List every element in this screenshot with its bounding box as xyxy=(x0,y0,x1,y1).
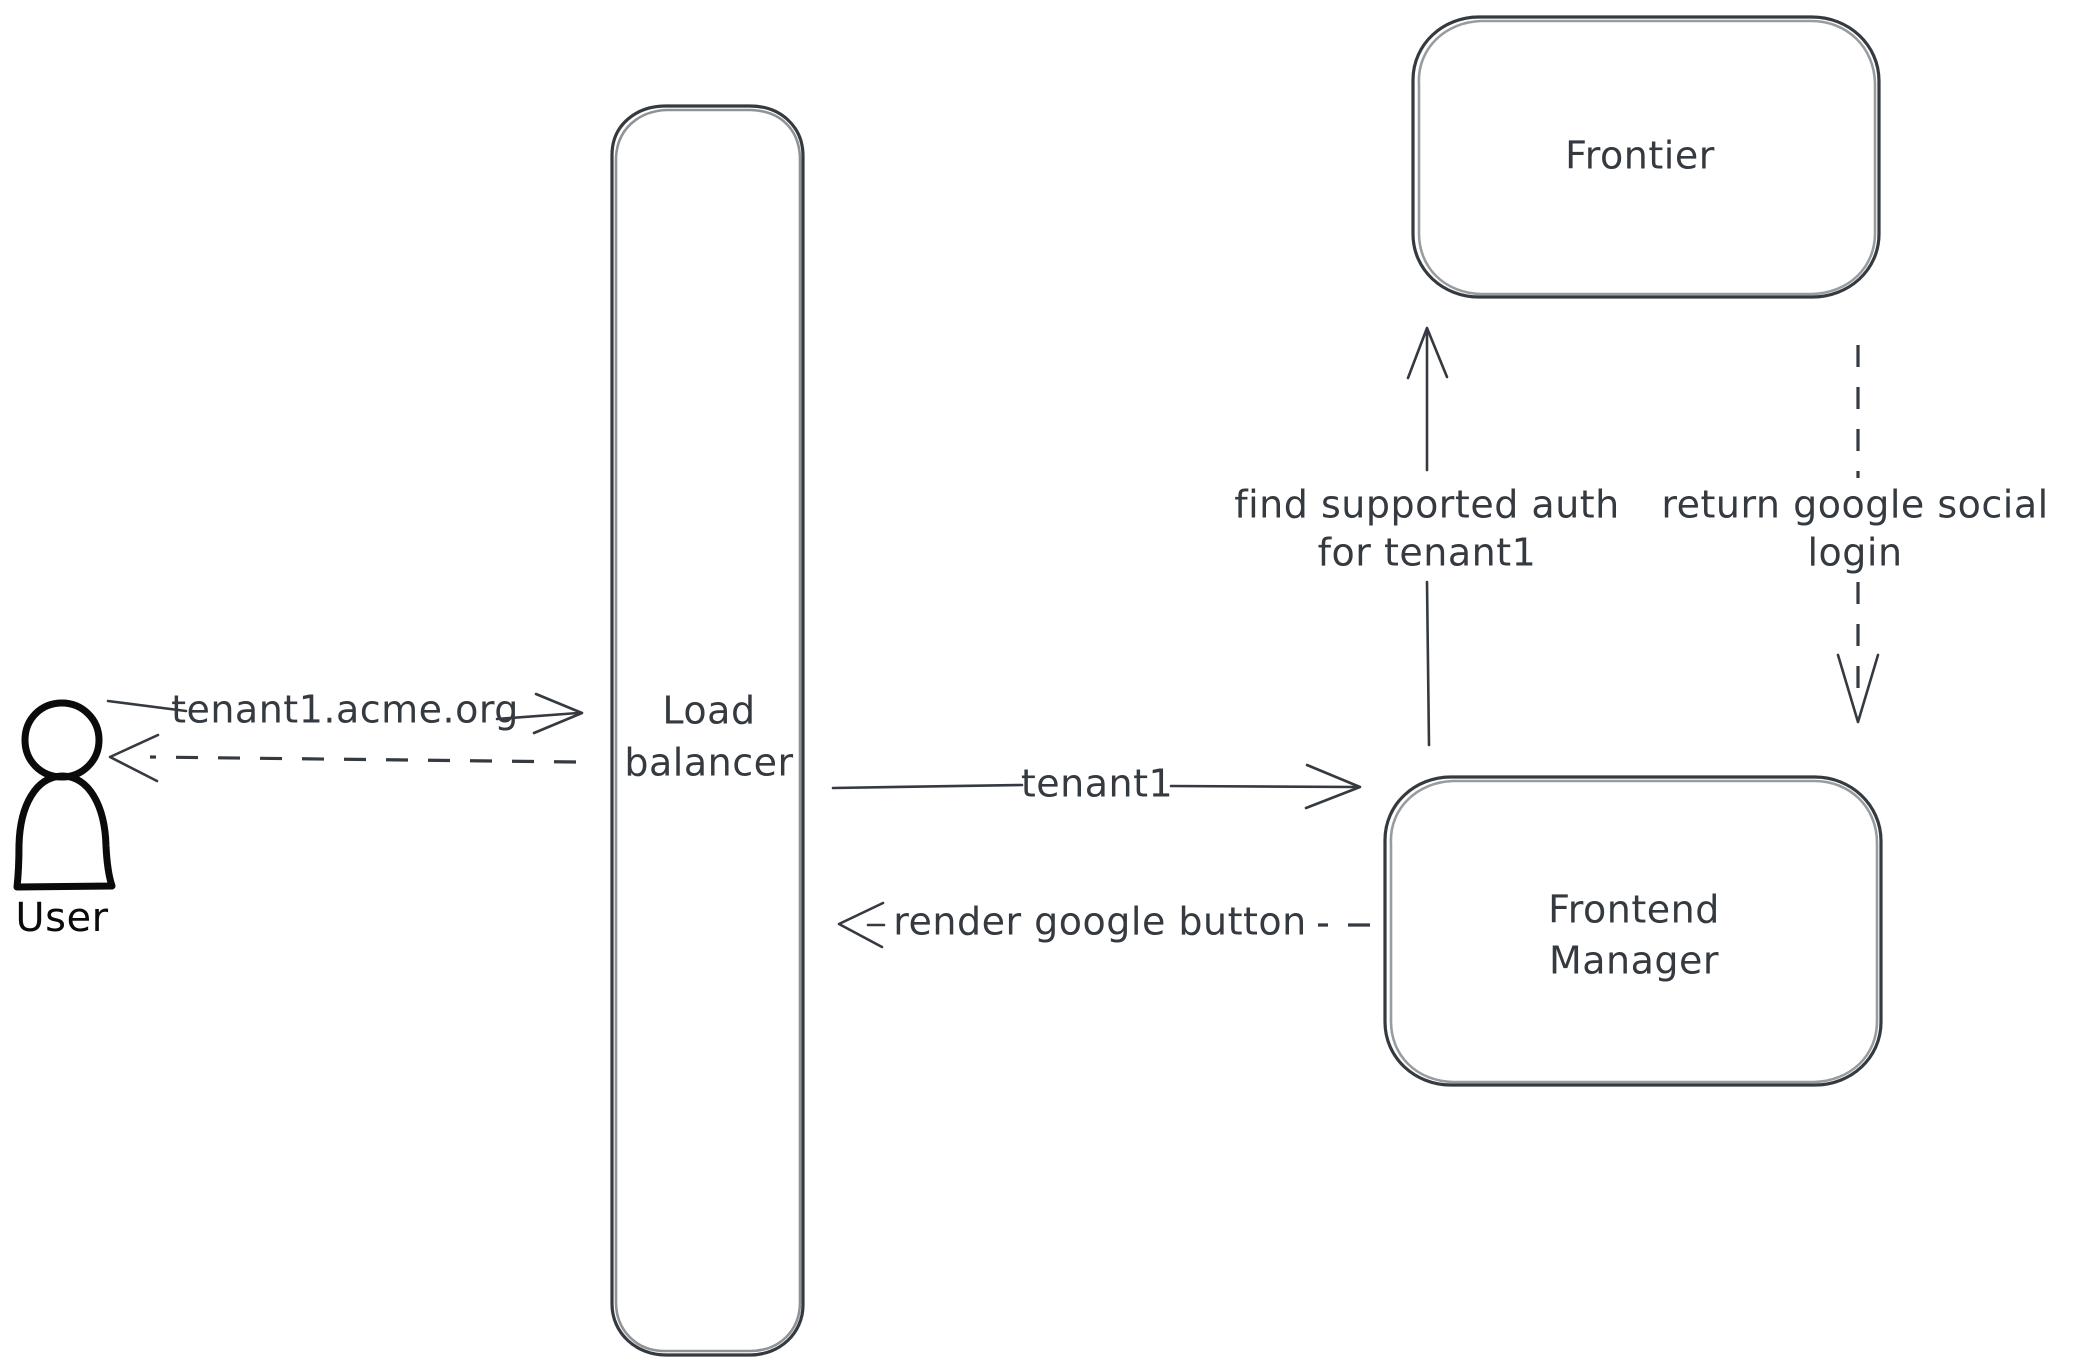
edge-fm-to-frontier-arrowhead xyxy=(1406,326,1449,380)
node-frontend-manager[interactable]: Frontend Manager xyxy=(1383,775,1883,1087)
edge-user-to-lb-line-left xyxy=(106,699,188,713)
actor-user-label: User xyxy=(15,895,108,941)
node-load-balancer[interactable]: Load balancer xyxy=(610,104,805,1357)
frontier-shape xyxy=(1411,15,1881,299)
frontier-label-line1: Frontier xyxy=(1565,134,1715,178)
load-balancer-label-line2: balancer xyxy=(624,741,793,785)
load-balancer-shape xyxy=(610,104,805,1357)
edge-lb-to-fm-arrowhead xyxy=(1304,763,1362,810)
edge-fm-to-frontier-line-lower xyxy=(1425,580,1431,747)
frontier-shape-sketch xyxy=(1417,19,1877,296)
edge-frontier-to-fm-label-line2: login xyxy=(1807,531,1902,575)
frontend-manager-label-line2: Manager xyxy=(1549,939,1719,983)
edge-user-to-lb-line-right xyxy=(495,711,580,721)
edge-lb-to-fm-line-left xyxy=(831,783,1024,790)
edge-lb-to-user[interactable] xyxy=(108,733,577,783)
edge-lb-to-fm-label: tenant1 xyxy=(1021,762,1173,806)
edge-user-to-lb-label: tenant1.acme.org xyxy=(171,688,519,732)
edge-lb-to-fm-line-right xyxy=(1169,784,1360,789)
frontend-manager-shape xyxy=(1383,775,1883,1087)
person-icon-head xyxy=(21,699,103,781)
edge-user-to-lb-arrowhead xyxy=(532,692,584,735)
edge-fm-to-lb-label: render google button xyxy=(893,900,1307,944)
edge-lb-to-user-arrowhead xyxy=(108,733,160,783)
frontend-manager-shape-sketch xyxy=(1389,779,1879,1084)
edge-user-to-lb[interactable]: tenant1.acme.org xyxy=(106,688,584,735)
person-icon-body xyxy=(13,772,116,891)
actor-user[interactable]: User xyxy=(13,699,116,941)
load-balancer-label-line1: Load xyxy=(662,689,755,733)
edge-frontier-to-fm-arrowhead xyxy=(1836,653,1880,724)
frontend-manager-label-line1: Frontend xyxy=(1548,888,1720,932)
edge-fm-to-frontier-label-line2: for tenant1 xyxy=(1318,531,1537,575)
edge-lb-to-fm[interactable]: tenant1 xyxy=(831,762,1362,810)
load-balancer-shape-sketch xyxy=(614,108,802,1353)
edge-frontier-to-fm[interactable]: return google social login xyxy=(1661,345,2048,724)
edge-fm-to-lb-arrowhead xyxy=(837,901,885,949)
edge-frontier-to-fm-label-line1: return google social xyxy=(1661,483,2048,527)
edge-lb-to-user-line xyxy=(149,755,577,764)
edge-fm-to-frontier[interactable]: find supported auth for tenant1 xyxy=(1234,326,1620,747)
edge-fm-to-frontier-label-line1: find supported auth xyxy=(1234,483,1620,527)
node-frontier[interactable]: Frontier xyxy=(1411,15,1881,299)
edge-fm-to-lb[interactable]: render google button xyxy=(837,900,1370,949)
